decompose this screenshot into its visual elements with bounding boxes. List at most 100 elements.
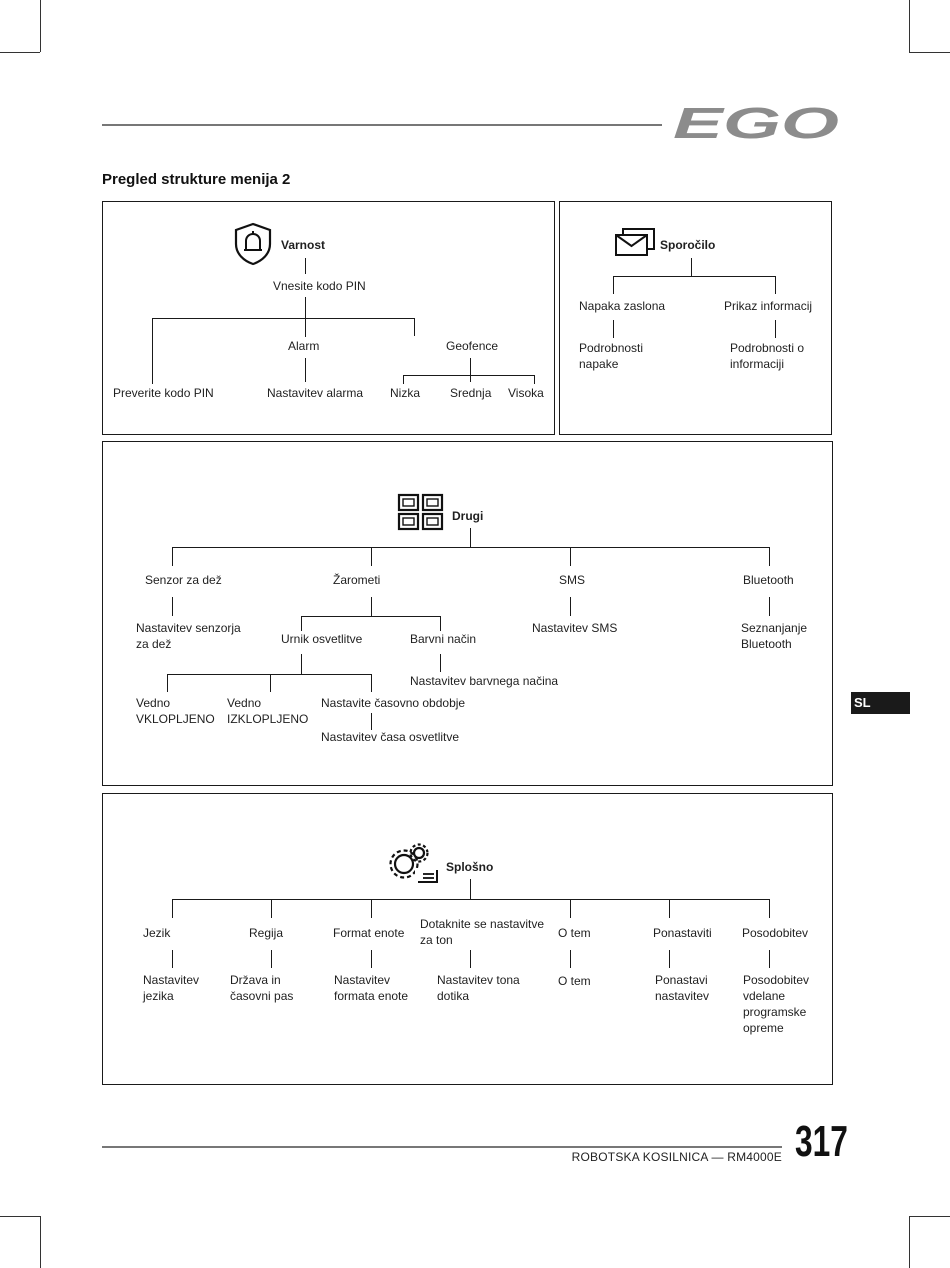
sporocilo-box <box>559 201 832 435</box>
connector <box>305 258 307 274</box>
connector <box>371 950 373 968</box>
menu-headlights: Žarometi <box>333 573 381 587</box>
connector <box>691 258 693 276</box>
ego-logo-text: EGO <box>673 104 839 144</box>
connector <box>769 899 771 918</box>
menu-alarm-setting: Nastavitev alarma <box>267 386 364 400</box>
connector <box>371 597 373 616</box>
varnost-box <box>102 201 555 435</box>
menu-always-off-1: Vedno <box>227 696 262 710</box>
connector <box>570 950 572 968</box>
connector <box>613 320 615 338</box>
connector <box>305 297 307 337</box>
crop-mark <box>909 1216 910 1268</box>
menu-language-setting-1: Nastavitev <box>143 973 200 987</box>
page-number: 317 <box>795 1117 848 1166</box>
menu-sms: SMS <box>559 573 586 587</box>
connector <box>769 597 771 616</box>
language-tab: SL <box>851 692 910 714</box>
connector <box>271 899 273 918</box>
menu-region-setting-1: Država in <box>230 973 281 987</box>
menu-always-off-2: IZKLOPLJENO <box>227 712 309 726</box>
connector <box>613 276 776 278</box>
connector <box>301 616 441 618</box>
connector <box>440 616 442 631</box>
splosno-title: Splošno <box>446 860 494 874</box>
menu-show-info: Prikaz informacij <box>724 299 813 313</box>
envelope-icon <box>615 228 655 256</box>
menu-rain-setting-2: za dež <box>136 637 172 651</box>
connector <box>769 547 771 566</box>
menu-touch-tone-2: za ton <box>420 933 453 947</box>
menu-always-on-1: Vedno <box>136 696 171 710</box>
connector <box>403 375 535 377</box>
menu-touch-tone-1: Dotaknite se nastavitve <box>420 917 545 931</box>
menu-reset: Ponastaviti <box>653 926 712 940</box>
connector <box>470 950 472 968</box>
menu-about-sub: O tem <box>558 974 591 988</box>
menu-bt-pairing-2: Bluetooth <box>741 637 792 651</box>
menu-update-sub-4: opreme <box>743 1021 784 1035</box>
menu-unit-setting-2: formata enote <box>334 989 409 1003</box>
menu-info-details-1: Podrobnosti o <box>730 341 805 355</box>
connector <box>775 320 777 338</box>
varnost-title: Varnost <box>281 238 326 252</box>
shield-bell-icon <box>234 222 272 266</box>
connector <box>440 654 442 672</box>
menu-unit-setting-1: Nastavitev <box>334 973 391 987</box>
crop-mark <box>0 1216 40 1217</box>
connector <box>270 674 272 692</box>
menu-update-sub-1: Posodobitev <box>743 973 810 987</box>
menu-set-period: Nastavite časovno obdobje <box>321 696 466 710</box>
connector <box>769 950 771 968</box>
footer-rule <box>102 1146 782 1148</box>
menu-language: Jezik <box>143 926 171 940</box>
connector <box>371 547 373 566</box>
menu-bluetooth: Bluetooth <box>743 573 794 587</box>
menu-screen-error: Napaka zaslona <box>579 299 666 313</box>
menu-always-on-2: VKLOPLJENO <box>136 712 215 726</box>
splosno-box <box>102 793 833 1085</box>
menu-update-sub-2: vdelane <box>743 989 786 1003</box>
connector <box>301 654 303 674</box>
connector <box>152 318 415 320</box>
menu-alarm: Alarm <box>288 339 320 353</box>
menu-unit-format: Format enote <box>333 926 405 940</box>
connector <box>167 674 169 692</box>
menu-sms-setting: Nastavitev SMS <box>532 621 618 635</box>
connector <box>172 547 174 566</box>
connector <box>613 276 615 294</box>
menu-region: Regija <box>249 926 284 940</box>
crop-mark <box>909 1216 950 1217</box>
menu-geofence-low: Nizka <box>390 386 421 400</box>
menu-enter-pin: Vnesite kodo PIN <box>273 279 366 293</box>
connector <box>534 375 536 384</box>
menu-reset-sub-2: nastavitev <box>655 989 710 1003</box>
ego-logo: EGO <box>673 104 839 144</box>
menu-color-mode-setting: Nastavitev barvnega načina <box>410 674 559 688</box>
connector <box>371 713 373 730</box>
connector <box>172 899 770 901</box>
connector <box>570 899 572 918</box>
connector <box>470 879 472 899</box>
connector <box>669 950 671 968</box>
crop-mark <box>40 0 41 52</box>
menu-about: O tem <box>558 926 591 940</box>
crop-mark <box>40 1216 41 1268</box>
crop-mark <box>909 52 950 53</box>
connector <box>775 276 777 294</box>
menu-geofence-high: Visoka <box>508 386 544 400</box>
connector <box>371 899 373 918</box>
menu-bt-pairing-1: Seznanjanje <box>741 621 808 635</box>
menu-reset-sub-1: Ponastavi <box>655 973 708 987</box>
connector <box>570 547 572 566</box>
menu-language-setting-2: jezika <box>143 989 174 1003</box>
connector <box>470 358 472 382</box>
connector <box>305 358 307 382</box>
connector <box>271 950 273 968</box>
menu-rain-setting-1: Nastavitev senzorja <box>136 621 241 635</box>
header-rule <box>102 124 662 126</box>
menu-geofence: Geofence <box>446 339 499 353</box>
connector <box>371 674 373 692</box>
menu-rain-sensor: Senzor za dež <box>145 573 222 587</box>
